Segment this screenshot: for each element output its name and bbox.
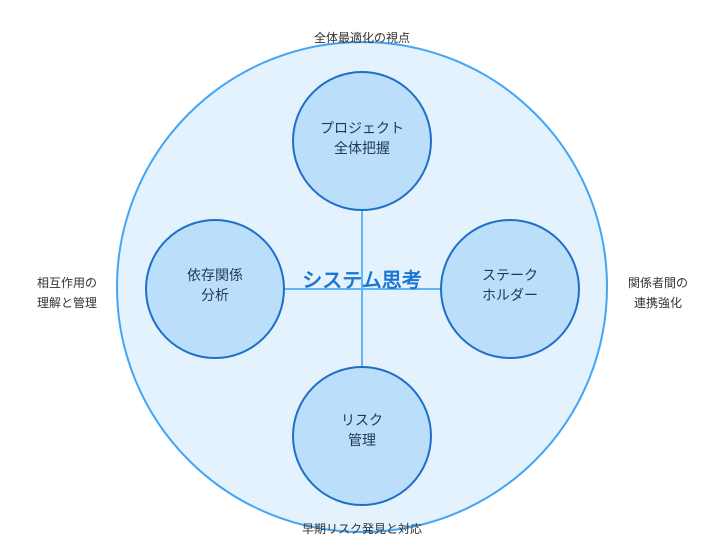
outer-label-left-line1: 相互作用の — [37, 276, 97, 290]
node-project-overview: プロジェクト 全体把握 — [292, 71, 432, 211]
outer-label-bottom: 早期リスク発見と対応 — [302, 522, 422, 536]
node-stakeholder-line1: ステーク — [482, 268, 538, 284]
node-dependency-analysis: 依存関係 分析 — [145, 219, 285, 359]
node-risk-management-circle — [292, 366, 432, 506]
node-risk-management-line2: 管理 — [348, 433, 376, 449]
outer-label-top: 全体最適化の視点 — [314, 30, 410, 45]
outer-label-left-line2: 理解と管理 — [37, 295, 97, 310]
outer-label-right-line1: 関係者間の — [628, 276, 688, 290]
node-project-overview-circle — [292, 71, 432, 211]
node-stakeholder: ステーク ホルダー — [440, 219, 580, 359]
node-dependency-analysis-circle — [145, 219, 285, 359]
node-project-overview-line1: プロジェクト — [320, 121, 404, 137]
node-project-overview-line2: 全体把握 — [334, 140, 390, 157]
node-risk-management-line1: リスク — [341, 413, 383, 429]
outer-label-right-line2: 連携強化 — [634, 295, 682, 310]
node-stakeholder-line2: ホルダー — [482, 288, 538, 304]
node-risk-management: リスク 管理 — [292, 366, 432, 506]
node-stakeholder-circle — [440, 219, 580, 359]
center-label: システム思考 — [302, 268, 421, 292]
node-dependency-analysis-line1: 依存関係 — [187, 268, 243, 284]
node-dependency-analysis-line2: 分析 — [201, 288, 229, 304]
